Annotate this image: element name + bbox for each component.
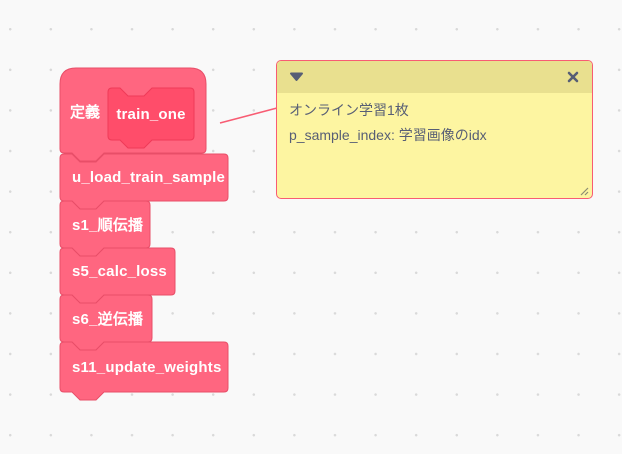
block-label: s6_逆伝播	[72, 311, 144, 328]
block-s5-calc-loss[interactable]: s5_calc_loss	[59, 247, 176, 304]
block-u-load-train-sample[interactable]: u_load_train_sample	[59, 153, 229, 210]
workspace-comment[interactable]: オンライン学習1枚 p_sample_index: 学習画像のidx	[276, 60, 593, 199]
define-hat-block[interactable]: 定義 train_one	[59, 67, 207, 162]
block-s1-forward[interactable]: s1_順伝播	[59, 200, 151, 257]
block-s11-update-weights[interactable]: s11_update_weights	[59, 341, 229, 401]
triangle-down-icon[interactable]	[289, 72, 304, 82]
define-keyword-label: 定義	[70, 104, 101, 121]
block-label: s1_順伝播	[72, 217, 144, 234]
procedure-name-label: train_one	[116, 105, 186, 123]
procedure-prototype-block[interactable]: train_one	[107, 87, 195, 149]
block-label: s5_calc_loss	[72, 263, 167, 280]
comment-header[interactable]	[277, 61, 592, 93]
resize-grip-icon[interactable]	[578, 184, 590, 196]
block-label: s11_update_weights	[72, 358, 222, 376]
block-label: u_load_train_sample	[72, 169, 226, 186]
close-x-icon[interactable]	[566, 70, 580, 84]
comment-line: オンライン学習1枚	[289, 102, 409, 118]
comment-text[interactable]: オンライン学習1枚 p_sample_index: 学習画像のidx	[277, 93, 592, 153]
comment-line: p_sample_index: 学習画像のidx	[289, 127, 487, 143]
block-s6-backward[interactable]: s6_逆伝播	[59, 294, 153, 351]
